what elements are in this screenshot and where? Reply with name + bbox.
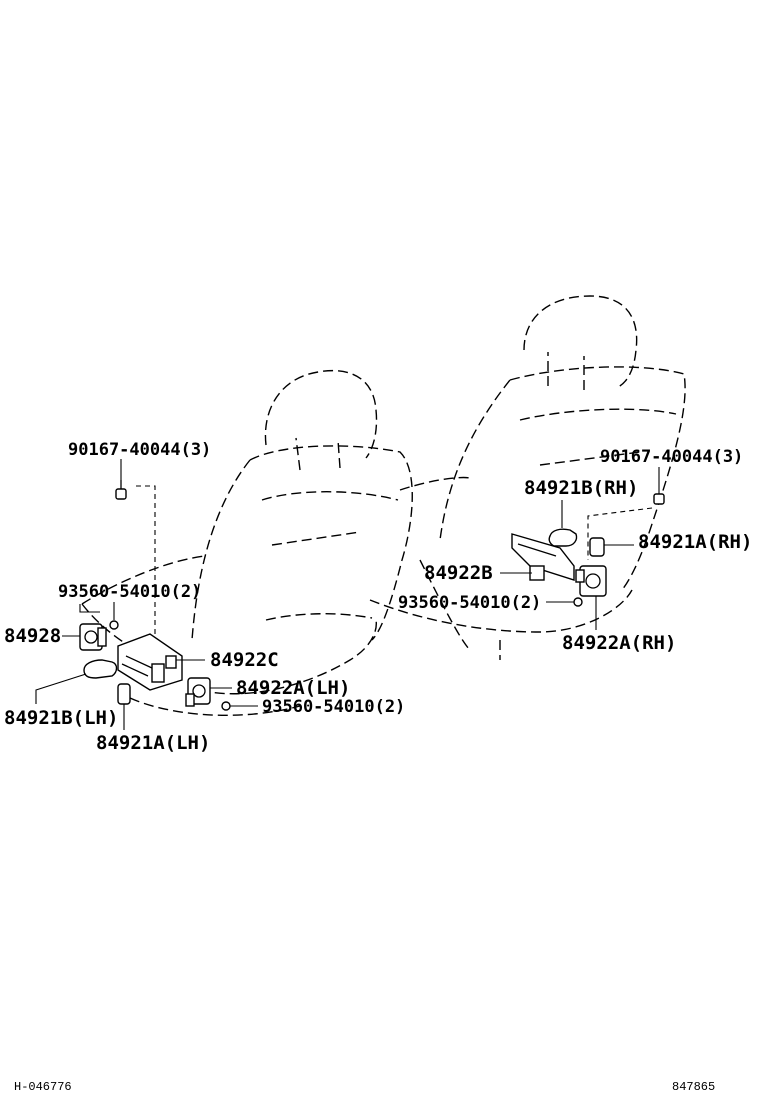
- bolt-rh-icon: [653, 493, 665, 505]
- label-bolt-rh: 90167-40044(3): [600, 447, 743, 467]
- footer-left-code: H-046776: [14, 1080, 72, 1094]
- label-screw-rh: 93560-54010(2): [398, 593, 541, 613]
- leader-84921b-lh: [35, 673, 87, 704]
- label-84922c: 84922C: [210, 649, 279, 671]
- leader-bolt-lh-path: [136, 485, 156, 650]
- switch-84928-icon: [79, 623, 107, 651]
- label-84921a-lh: 84921A(LH): [96, 732, 210, 754]
- label-84921b-rh: 84921B(RH): [524, 477, 638, 499]
- label-84922a-lh: 84922A(LH): [236, 677, 350, 699]
- screw-rh-icon: [573, 597, 583, 607]
- switch-84922a-rh-icon: [575, 565, 607, 597]
- label-screw-lh-lower: 93560-54010(2): [262, 697, 405, 717]
- label-bolt-lh: 90167-40044(3): [68, 440, 211, 460]
- knob-84921a-lh-icon: [117, 683, 131, 705]
- right-seat-outline: [369, 295, 686, 660]
- knob-84921a-rh-icon: [589, 537, 605, 557]
- leader-84928-bracket: [79, 604, 100, 613]
- screw-lh-lower-icon: [221, 701, 231, 711]
- label-84921a-rh: 84921A(RH): [638, 531, 752, 553]
- leader-bolt-rh-path: [587, 507, 653, 560]
- label-84921b-lh: 84921B(LH): [4, 707, 118, 729]
- screw-lh-upper-icon: [109, 620, 119, 630]
- bezel-84922c-icon: [117, 633, 183, 691]
- label-84922b: 84922B: [424, 562, 493, 584]
- label-84928: 84928: [4, 625, 61, 647]
- footer-right-code: 847865: [672, 1080, 715, 1094]
- switch-84922a-lh-icon: [185, 677, 211, 707]
- bezel-84922b-icon: [511, 533, 575, 581]
- knob-84921b-rh-icon: [548, 528, 578, 547]
- bolt-lh-icon: [115, 480, 127, 500]
- label-screw-lh-upper: 93560-54010(2): [58, 582, 201, 602]
- label-84922a-rh: 84922A(RH): [562, 632, 676, 654]
- knob-84921b-lh-icon: [83, 659, 118, 679]
